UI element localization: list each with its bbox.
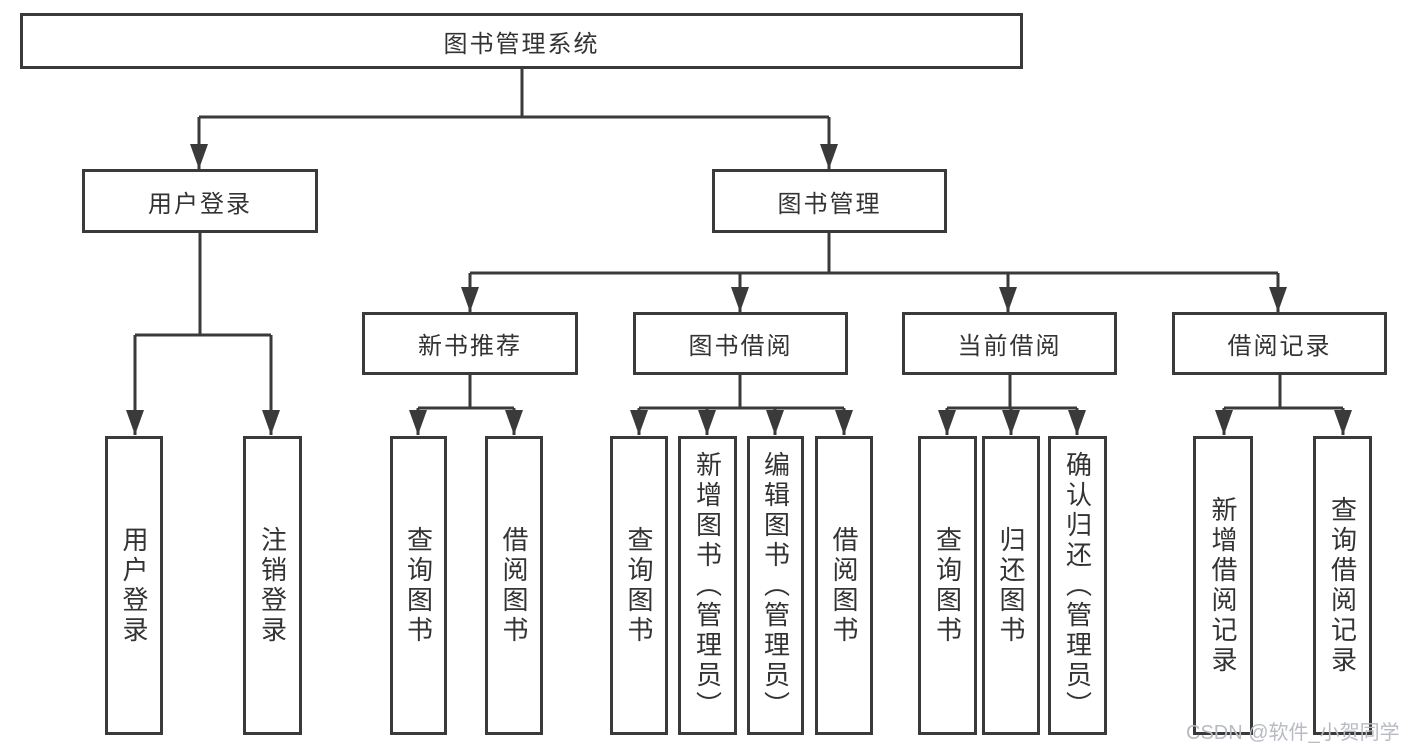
arrowhead bbox=[999, 287, 1017, 312]
connector-bookborrow-to-leaves bbox=[637, 375, 846, 435]
connector-bookmgmt-to-level3 bbox=[468, 233, 1280, 312]
node-book-borrowing: 图书借阅 bbox=[633, 312, 848, 375]
arrowhead bbox=[190, 144, 208, 169]
node-label: 查询借阅记录 bbox=[1327, 495, 1358, 676]
arrowhead bbox=[820, 144, 838, 169]
node-label: 图书管理系统 bbox=[443, 30, 600, 58]
leaf-newbook-borrow-books: 借阅图书 bbox=[485, 436, 543, 735]
leaf-records-add-record: 新增借阅记录 bbox=[1193, 436, 1253, 735]
leaf-borrow-borrow-books: 借阅图书 bbox=[815, 436, 873, 735]
leaf-logout: 注销登录 bbox=[243, 436, 302, 735]
node-label: 查询图书 bbox=[932, 525, 963, 646]
node-label: 用户登录 bbox=[148, 190, 252, 218]
node-user-login: 用户登录 bbox=[82, 169, 318, 233]
connector-records-to-leaves bbox=[1222, 375, 1345, 435]
arrowhead bbox=[698, 410, 716, 435]
leaf-newbook-query-books: 查询图书 bbox=[390, 436, 447, 735]
node-label: 新增借阅记录 bbox=[1208, 495, 1238, 676]
arrowhead bbox=[766, 410, 784, 435]
arrowhead bbox=[505, 410, 523, 435]
node-label: 查询图书 bbox=[403, 525, 434, 646]
node-book-management: 图书管理 bbox=[712, 169, 947, 233]
node-label: 注销登录 bbox=[257, 525, 288, 646]
node-label: 当前借阅 bbox=[957, 333, 1062, 360]
connector-userlogin-to-leaves bbox=[133, 233, 273, 435]
arrowhead bbox=[1269, 287, 1287, 312]
leaf-current-return-books: 归还图书 bbox=[982, 436, 1040, 735]
leaf-borrow-edit-books-admin: 编辑图书（管理员） bbox=[747, 436, 804, 735]
node-label: 借阅图书 bbox=[829, 525, 859, 646]
leaf-borrow-add-books-admin: 新增图书（管理员） bbox=[678, 436, 737, 735]
node-label: 借阅图书 bbox=[499, 525, 529, 646]
connector-newbook-to-leaves bbox=[416, 375, 516, 435]
node-label: 图书管理 bbox=[777, 190, 882, 218]
leaf-current-query-books: 查询图书 bbox=[918, 436, 977, 735]
node-new-book-recommend: 新书推荐 bbox=[362, 312, 578, 375]
node-label: 查询图书 bbox=[624, 525, 654, 646]
node-label: 图书借阅 bbox=[688, 333, 793, 360]
node-library-system: 图书管理系统 bbox=[20, 13, 1023, 69]
arrowhead bbox=[1334, 410, 1352, 435]
arrowhead bbox=[1215, 410, 1233, 435]
node-label: 用户登录 bbox=[119, 525, 149, 646]
arrowhead bbox=[1002, 410, 1020, 435]
arrowhead bbox=[461, 287, 479, 312]
arrowhead bbox=[731, 287, 749, 312]
leaf-borrow-query-books: 查询图书 bbox=[610, 436, 668, 735]
connector-root-to-level2 bbox=[197, 69, 831, 169]
node-label: 确认归还（管理员） bbox=[1062, 450, 1093, 721]
arrowhead bbox=[126, 410, 144, 435]
node-label: 归还图书 bbox=[996, 525, 1026, 646]
arrowhead bbox=[630, 410, 648, 435]
leaf-current-confirm-return-admin: 确认归还（管理员） bbox=[1048, 436, 1107, 735]
arrowhead bbox=[409, 410, 427, 435]
arrowhead bbox=[1068, 410, 1086, 435]
arrowhead bbox=[938, 410, 956, 435]
arrowhead bbox=[835, 410, 853, 435]
node-label: 新书推荐 bbox=[418, 333, 522, 360]
node-label: 编辑图书（管理员） bbox=[760, 450, 791, 721]
csdn-watermark: CSDN @软件_小贺同学 bbox=[1186, 722, 1400, 744]
arrowheads bbox=[126, 144, 1352, 435]
leaf-user-login: 用户登录 bbox=[105, 436, 163, 735]
leaf-records-query-record: 查询借阅记录 bbox=[1313, 436, 1372, 735]
arrowhead bbox=[262, 410, 280, 435]
node-borrowing-records: 借阅记录 bbox=[1172, 312, 1387, 375]
node-label: 借阅记录 bbox=[1227, 333, 1332, 360]
node-current-borrowing: 当前借阅 bbox=[902, 312, 1117, 375]
node-label: 新增图书（管理员） bbox=[692, 450, 723, 721]
